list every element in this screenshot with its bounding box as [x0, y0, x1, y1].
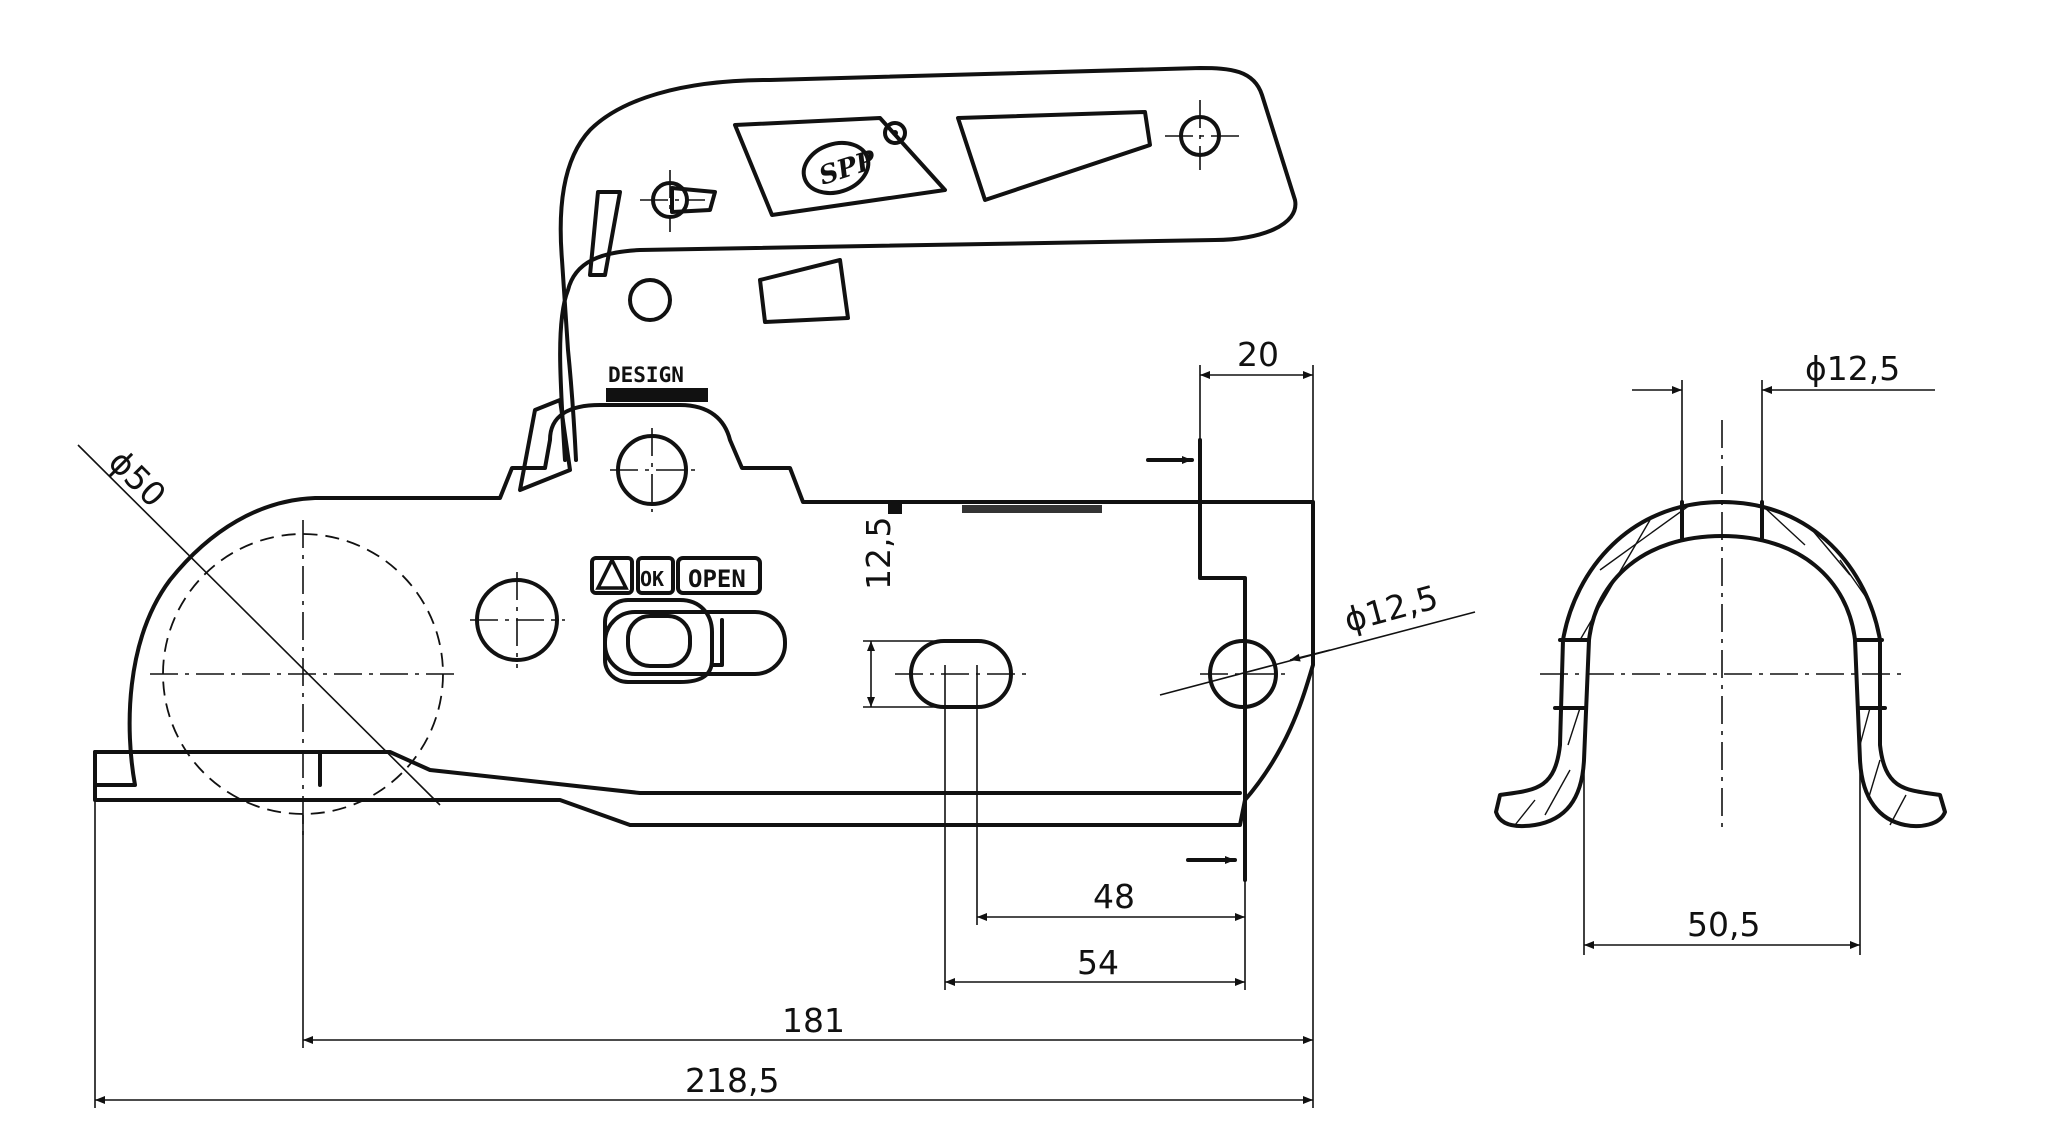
safety-indicator-window: [603, 610, 787, 676]
dim-section-hole: ϕ12,5: [1805, 349, 1900, 388]
dim-181: 181: [782, 1001, 845, 1040]
grip-recess-right: [956, 110, 1152, 202]
dim-48: 48: [1093, 877, 1135, 916]
grip-recess-left: [733, 116, 947, 217]
manufacturer-logo: [801, 141, 871, 195]
logo-text: SPP: [815, 145, 881, 192]
dimensions: ϕ50 20 ϕ12,5 12,5 48 54 181 218,5 ϕ12,5: [77, 335, 1935, 1108]
registered-mark: [883, 121, 907, 145]
coupling-body: [93, 403, 1315, 827]
dim-slot-height: 12,5: [859, 517, 898, 590]
section-cut-line: [1198, 438, 1247, 882]
dim-54: 54: [1077, 943, 1119, 982]
coupling-handle: [558, 66, 1298, 462]
dim-hole-diameter: ϕ12,5: [1340, 577, 1442, 639]
dim-ball-diameter: ϕ50: [101, 442, 174, 515]
handle-indicator-pin: [670, 186, 717, 214]
ok-label: OK: [640, 567, 664, 591]
dim-width-20: 20: [1237, 335, 1279, 374]
dim-218-5: 218,5: [685, 1061, 779, 1100]
wear-indicator-slot: [588, 190, 622, 277]
warning-icon: [595, 556, 629, 590]
coupling-side-view: SPP DESIGN: [93, 66, 1315, 882]
handle-tab: [758, 258, 850, 324]
design-label: DESIGN: [608, 363, 684, 387]
open-label: OPEN: [688, 565, 746, 593]
rivet-hole: [628, 278, 672, 322]
cross-section-view: [1494, 420, 1947, 830]
dim-section-width: 50,5: [1687, 905, 1760, 944]
section-profile: [1494, 500, 1947, 829]
